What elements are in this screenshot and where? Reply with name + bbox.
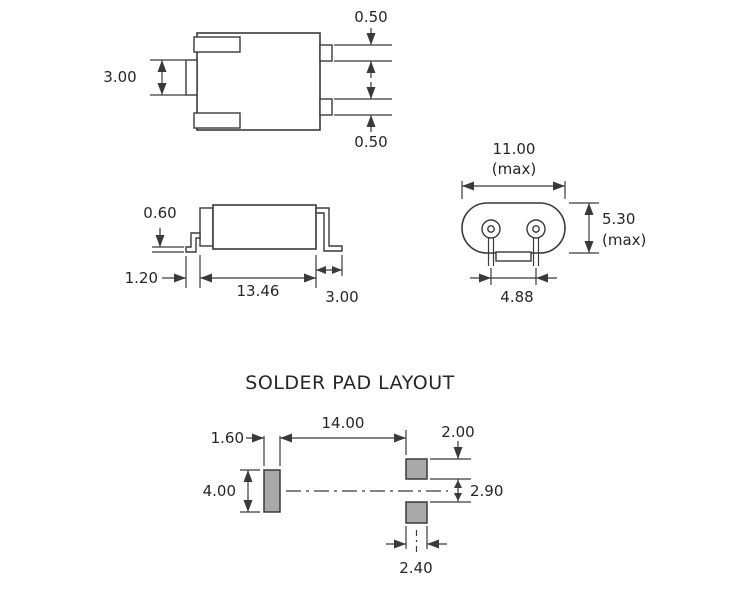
dim-label-2.90: 2.90 bbox=[470, 482, 503, 500]
top-view-pin-upper bbox=[319, 44, 333, 62]
pad-left bbox=[263, 469, 281, 513]
dimension-3.00-tab-height: 3.00 bbox=[103, 59, 186, 96]
side-view-left-lead bbox=[185, 232, 201, 253]
dimension-4.00-left-pad-height: 4.00 bbox=[203, 469, 260, 513]
dimension-0.50-pin-lower: 0.50 bbox=[334, 82, 392, 151]
dim-label-5.30-max: (max) bbox=[602, 231, 646, 249]
dimension-2.40-bottom-pad-width: 2.40 bbox=[386, 526, 447, 577]
dimension-3.00-right-foot: 3.00 bbox=[316, 255, 359, 306]
dim-label-0.50-top: 0.50 bbox=[354, 8, 387, 26]
dim-label-4.00: 4.00 bbox=[203, 482, 236, 500]
top-view-pin-lower bbox=[319, 98, 333, 116]
dimension-2.90-pad-gap: 2.90 bbox=[430, 479, 503, 503]
top-view-tab-upper bbox=[193, 36, 241, 53]
top-view: 3.00 0.50 0.50 bbox=[103, 8, 392, 151]
dim-label-1.20: 1.20 bbox=[125, 269, 158, 287]
dimension-5.30-height: 5.30 (max) bbox=[569, 202, 646, 254]
dim-label-11.00: 11.00 bbox=[493, 140, 536, 158]
side-view-body bbox=[212, 204, 317, 250]
dimension-0.60-lead-thickness: 0.60 bbox=[143, 204, 184, 253]
top-view-tab-lower bbox=[193, 112, 241, 129]
dimension-2.00-right-pad-height: 2.00 bbox=[430, 423, 475, 480]
dimension-1.20-left-foot: 1.20 bbox=[125, 256, 187, 288]
dim-label-14.00: 14.00 bbox=[322, 414, 365, 432]
dimension-1.60-left-pad-width: 1.60 bbox=[211, 429, 281, 466]
dim-label-11.00-max: (max) bbox=[492, 160, 536, 178]
dim-label-0.60: 0.60 bbox=[143, 204, 176, 222]
dimension-0.50-pin-upper: 0.50 bbox=[334, 8, 392, 78]
solder-pad-layout-title: SOLDER PAD LAYOUT bbox=[245, 372, 454, 394]
dim-label-2.00: 2.00 bbox=[441, 423, 474, 441]
end-view-pin-wire-left bbox=[487, 225, 495, 233]
dimension-4.88-lead-spacing: 4.88 bbox=[470, 268, 557, 306]
end-view-pin-wire-right bbox=[532, 225, 540, 233]
end-view-can bbox=[461, 202, 566, 254]
dim-label-2.40: 2.40 bbox=[399, 559, 432, 577]
side-view: 0.60 1.20 13.46 3.00 bbox=[125, 204, 359, 306]
dimension-13.46-body-length: 13.46 bbox=[199, 255, 317, 300]
dim-label-13.46: 13.46 bbox=[237, 282, 280, 300]
dim-label-0.50-bottom: 0.50 bbox=[354, 133, 387, 151]
pad-right-bottom bbox=[405, 501, 428, 524]
top-view-tab-middle bbox=[185, 59, 198, 96]
side-view-right-lead bbox=[315, 207, 343, 252]
dim-label-1.60: 1.60 bbox=[211, 429, 244, 447]
dim-label-5.30: 5.30 bbox=[602, 210, 635, 228]
end-view-base bbox=[495, 251, 532, 262]
end-view: 11.00 (max) 5.30 (max) 4.88 bbox=[461, 140, 646, 306]
dimension-11.00-width: 11.00 (max) bbox=[461, 140, 566, 199]
solder-pad-layout: SOLDER PAD LAYOUT 1.60 14.00 2.00 bbox=[203, 372, 504, 577]
dimension-14.00-pad-pitch: 14.00 bbox=[280, 414, 407, 455]
side-view-cap bbox=[199, 207, 214, 247]
dim-label-4.88: 4.88 bbox=[500, 288, 533, 306]
pad-right-top bbox=[405, 458, 428, 480]
dim-label-3.00: 3.00 bbox=[103, 68, 136, 86]
dim-label-3.00-foot: 3.00 bbox=[325, 288, 358, 306]
end-view-lead-wires bbox=[487, 238, 540, 266]
